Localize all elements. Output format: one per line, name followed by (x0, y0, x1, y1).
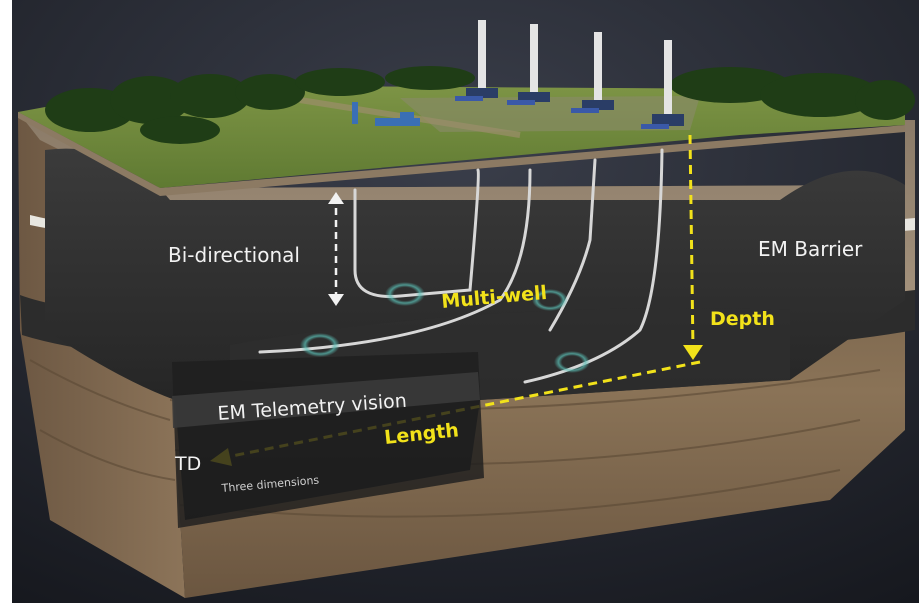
label-td: TD (174, 453, 201, 475)
label-em-barrier: EM Barrier (758, 237, 863, 261)
telemetry-title-bar (172, 372, 480, 428)
depth-arrowhead (683, 345, 703, 360)
pump-jack-icon (352, 102, 420, 126)
drilling-rig-icon (455, 20, 498, 101)
image-border (0, 0, 12, 603)
well-bore-1 (353, 168, 480, 298)
label-bi-directional: Bi-directional (168, 243, 300, 267)
bi-directional-arrowhead-bottom (328, 294, 344, 306)
label-depth: Depth (710, 308, 775, 330)
well-bore-3 (548, 158, 597, 332)
drilling-rig-icon (571, 32, 614, 113)
well-bore-2 (258, 168, 532, 354)
em-signal-ring-icon (300, 282, 590, 373)
drilling-rig-icon (641, 40, 684, 129)
bi-directional-arrowhead-top (328, 192, 344, 204)
drill-pad (400, 96, 700, 132)
drilling-rig-icon (507, 24, 550, 105)
tree-line (45, 66, 915, 144)
depth-arrow (688, 134, 695, 351)
